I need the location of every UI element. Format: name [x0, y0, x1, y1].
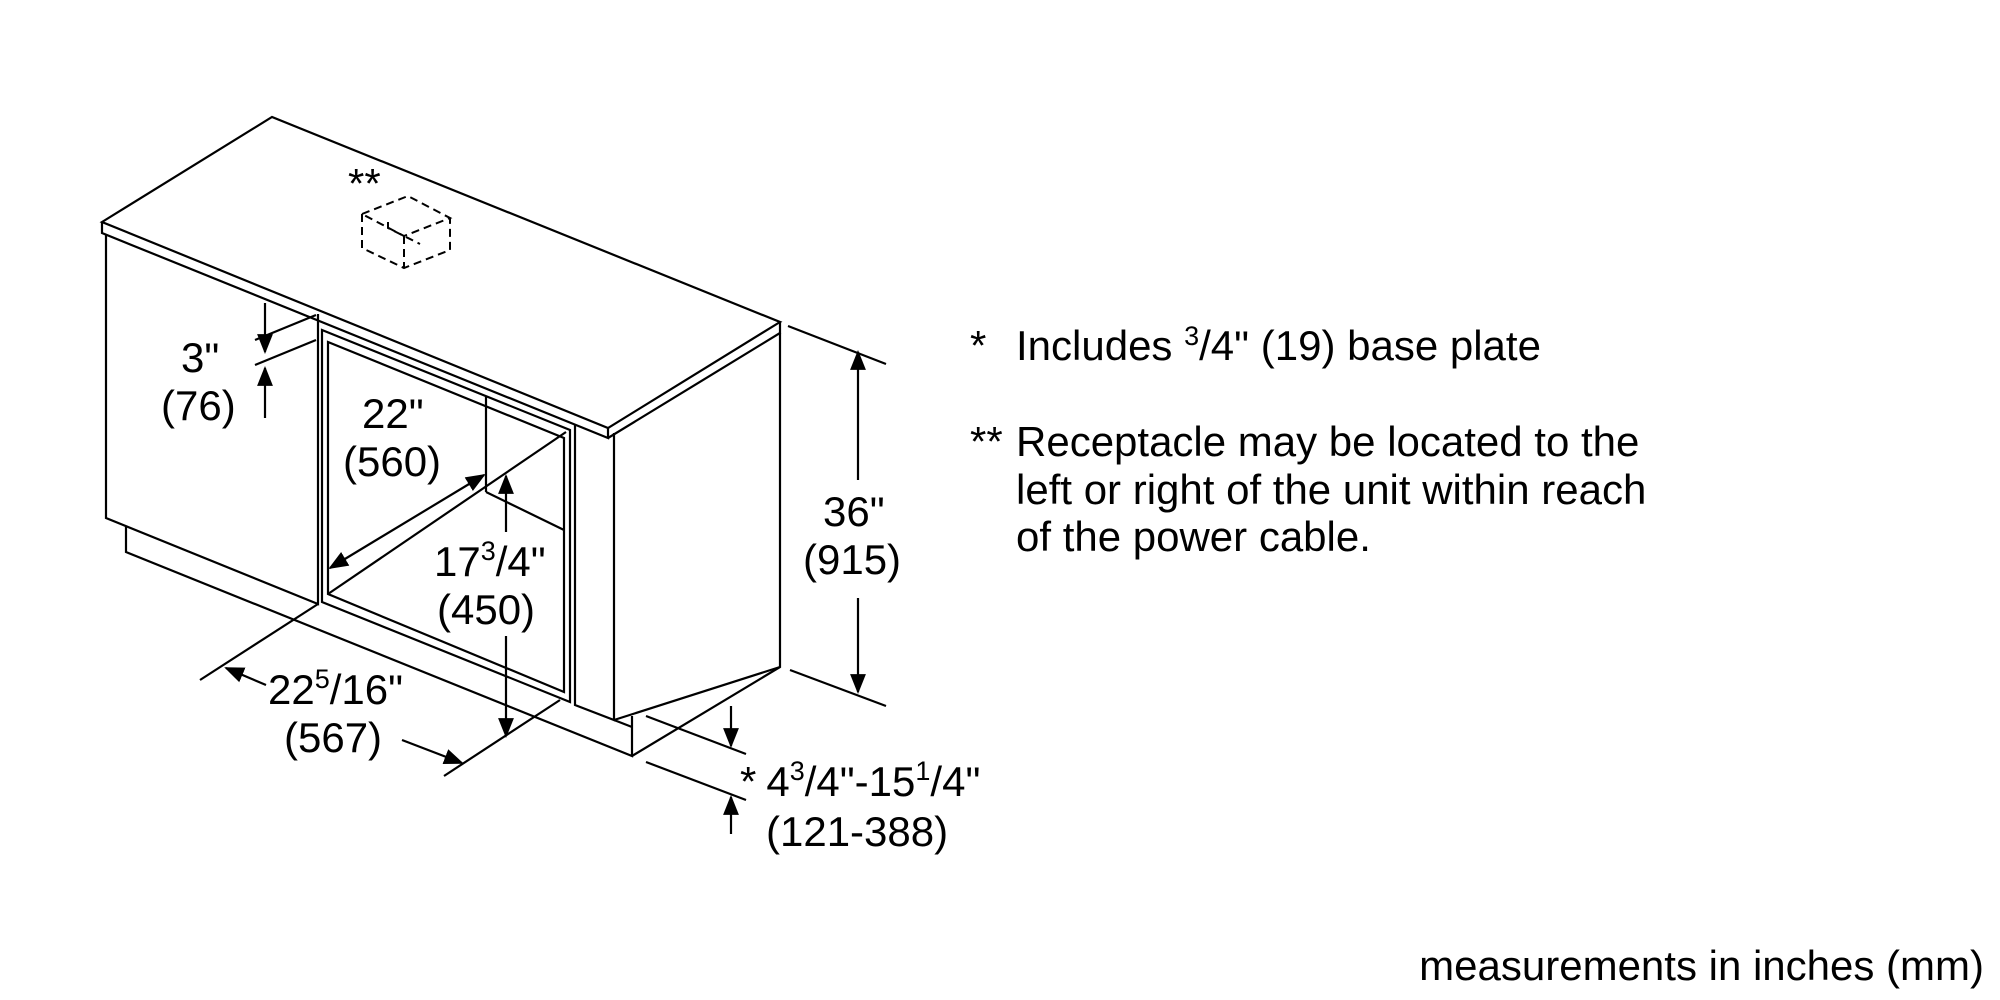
note-base-plate-post: /4" (19) base plate — [1199, 322, 1541, 369]
note-receptacle-line-1: Receptacle may be located to the — [1016, 418, 1640, 465]
note-base-plate-frac: 3 — [1184, 321, 1200, 351]
dim-top-gap-in: 3" — [181, 334, 219, 381]
dim-base-height-in: *43/4"-151/4" — [740, 756, 980, 805]
dim-height-inner-in: 173/4" — [434, 536, 546, 585]
dim-total-height-in: 36" — [823, 488, 885, 535]
note-receptacle: ** Receptacle may be located to the — [970, 418, 1639, 466]
receptacle-box — [359, 194, 453, 270]
dim-depth-outer-mm: (567) — [284, 714, 382, 761]
dim-depth-outer — [199, 603, 561, 777]
note-base-plate-pre: Includes — [1016, 322, 1185, 369]
dim-total-height-mm: (915) — [803, 536, 901, 583]
dim-height-inner-mm: (450) — [437, 586, 535, 633]
dim-depth-outer-in: 225/16" — [268, 664, 403, 713]
note-receptacle-line-2: left or right of the unit within reach — [1016, 466, 1647, 513]
dim-depth-inner-in: 22" — [362, 390, 424, 437]
dim-base-height — [645, 706, 747, 834]
dim-depth-inner-mm: (560) — [343, 438, 441, 485]
note-receptacle-marker: ** — [970, 418, 1003, 465]
dim-top-gap — [254, 303, 317, 418]
dim-total-height — [787, 324, 887, 708]
note-receptacle-line-3: of the power cable. — [1016, 513, 1371, 560]
note-base-plate: * Includes 3/4" (19) base plate — [970, 322, 1541, 370]
dim-base-height-mm: (121-388) — [766, 808, 948, 855]
receptacle-marker: ** — [348, 160, 381, 207]
note-base-plate-marker: * — [970, 322, 987, 369]
measurement-units-note: measurements in inches (mm) — [1419, 942, 1984, 989]
dim-top-gap-mm: (76) — [161, 382, 236, 429]
dim-depth-inner-line — [328, 473, 486, 570]
cabinet-outline — [99, 115, 783, 758]
